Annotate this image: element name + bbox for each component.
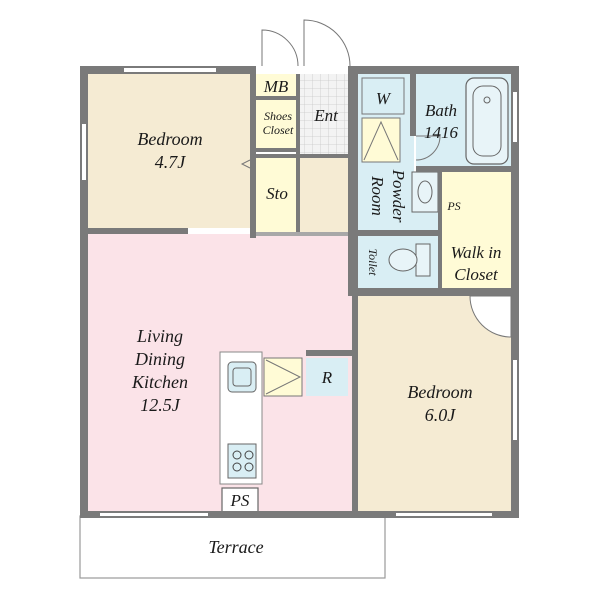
bedroom-left-size: 4.7J xyxy=(155,152,187,172)
ps-bath-label: PS xyxy=(446,199,460,213)
bedroom-right-name: Bedroom xyxy=(407,382,472,402)
toilet-bowl-icon xyxy=(388,248,418,272)
wall-right xyxy=(511,66,519,518)
drain-icon xyxy=(483,96,491,104)
ldk-line-3: Kitchen xyxy=(131,372,188,392)
wall-bath-bottom xyxy=(416,166,511,172)
ldk-line-1: Living xyxy=(136,326,183,346)
mb-label: MB xyxy=(263,77,289,96)
ldk-line-2: Dining xyxy=(134,349,185,369)
terrace-area xyxy=(79,515,386,579)
walk-in-closet-area xyxy=(442,172,511,288)
door-entrance xyxy=(261,29,299,67)
door-bath xyxy=(415,135,441,161)
refrigerator-area xyxy=(306,358,348,396)
entrance-label: Ent xyxy=(313,106,339,125)
wall-shoes xyxy=(256,148,296,152)
window-right-bath xyxy=(513,92,517,142)
wall-sto-top xyxy=(256,154,348,158)
walk-in-label: Walk in xyxy=(451,243,502,262)
bedroom-right-size: 6.0J xyxy=(425,405,457,425)
burner-icon xyxy=(232,450,242,460)
refrigerator-label: R xyxy=(321,368,333,387)
wall-top-right xyxy=(348,66,519,74)
powder-cabinet-mark xyxy=(363,120,399,161)
powder-label: Powder xyxy=(389,169,408,223)
bathtub-inner xyxy=(472,85,502,157)
door-entrance-main xyxy=(303,19,351,67)
washbasin-icon xyxy=(411,171,439,213)
bedroom-left-floor xyxy=(88,74,250,228)
bedroom-left-name: Bedroom xyxy=(137,129,202,149)
washer-box xyxy=(361,77,405,115)
wall-bedroom-right xyxy=(250,74,256,238)
toilet-tank xyxy=(415,243,431,277)
bedroom-right-floor xyxy=(358,296,511,511)
ps-kitchen-label: PS xyxy=(230,491,250,510)
door-walk-in-closet xyxy=(469,295,512,338)
toilet-label: Toilet xyxy=(366,249,380,277)
powder-cabinet xyxy=(361,117,401,163)
ps-kitchen-box xyxy=(221,487,259,513)
wall-left xyxy=(80,66,88,518)
shoes-label: Shoes xyxy=(264,109,292,123)
bath-name: Bath xyxy=(425,101,457,120)
window-bottom-left xyxy=(100,513,208,516)
wall-hall-left xyxy=(296,158,300,232)
hall-floor xyxy=(300,158,348,232)
wall-ldk-top xyxy=(256,232,348,236)
sink-icon xyxy=(227,361,257,393)
wall-entrance-left xyxy=(296,74,300,158)
wall-powder-bath xyxy=(410,74,416,136)
mb-closet xyxy=(256,74,296,96)
wall-entrance-right xyxy=(348,66,358,158)
washbasin-bowl xyxy=(417,180,433,204)
burner-icon xyxy=(244,450,254,460)
wall-fridge-top xyxy=(306,350,352,356)
shoes-closet-area xyxy=(256,100,298,148)
window-bottom-right xyxy=(396,513,492,516)
terrace-label: Terrace xyxy=(208,537,263,557)
washer-label: W xyxy=(376,89,392,108)
wall-wet-left xyxy=(348,158,358,294)
window-left xyxy=(82,124,86,180)
kitchen-cabinet xyxy=(263,357,303,397)
room-label: Room xyxy=(368,175,387,216)
entrance-floor xyxy=(300,74,348,154)
bathtub-icon xyxy=(465,77,509,165)
wall-ps-right xyxy=(438,172,442,288)
walk-in-closet-label: Closet xyxy=(454,265,499,284)
storage-area xyxy=(256,158,296,232)
burner-icon xyxy=(232,462,242,472)
cabinet-mark xyxy=(265,359,302,395)
window-right-bedroom xyxy=(513,360,517,440)
wall-ldk-bedroom xyxy=(352,296,358,511)
sink-basin xyxy=(232,367,252,387)
wall-bottom xyxy=(80,511,519,518)
wall-bedroom-bottom xyxy=(88,228,188,234)
bath-size: 1416 xyxy=(424,123,459,142)
window-top xyxy=(124,68,216,72)
wall-mb xyxy=(256,96,296,100)
wall-toilet-top xyxy=(358,230,438,236)
wall-toilet-bottom xyxy=(348,288,511,296)
closet-label: Closet xyxy=(263,123,294,137)
door-bedroom-left xyxy=(240,159,251,169)
ldk-line-4: 12.5J xyxy=(140,395,181,415)
stove-icon xyxy=(227,443,257,479)
burner-icon xyxy=(244,462,254,472)
storage-label: Sto xyxy=(266,184,288,203)
